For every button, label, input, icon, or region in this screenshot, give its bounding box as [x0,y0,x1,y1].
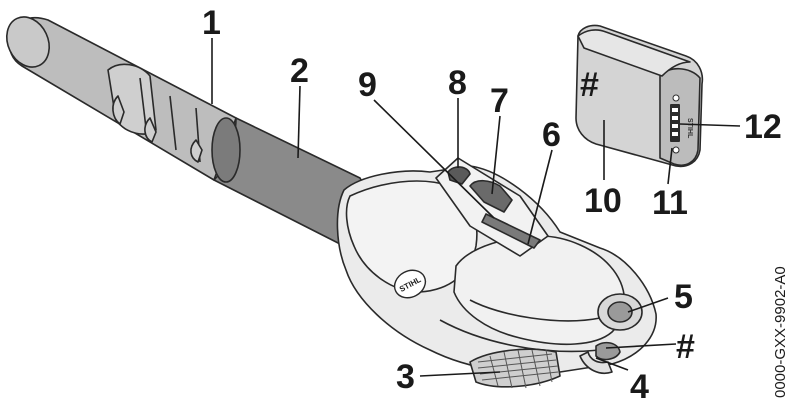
callout-1: 1 [202,4,221,42]
leader-6 [527,149,553,245]
callout-12: 12 [744,108,782,146]
battery-pack: STIHL [575,24,704,168]
leader-7 [491,115,501,195]
blower-tube-nozzle [6,16,237,181]
stihl-logo: STIHL [393,269,427,299]
figure-code: 0000-GXX-9902-A0 [772,266,789,398]
battery-brand-text: STIHL [686,118,693,139]
callout-5: 5 [674,278,693,316]
callout-11: 11 [652,184,688,222]
callout-2: 2 [290,52,309,90]
callout-7: 7 [490,82,509,120]
callout-8: 8 [448,64,467,102]
callout-hash-handle: # [676,328,695,366]
leader-3 [419,371,501,377]
leader-2 [297,85,301,159]
leader-hash [605,343,677,349]
leader-12 [679,123,741,127]
leader-5 [627,297,669,313]
callout-3: 3 [396,358,415,396]
callout-10: 10 [584,182,622,220]
leader-4 [595,357,629,371]
callout-9: 9 [358,66,377,104]
leader-lines [211,38,741,377]
leader-11 [667,147,673,185]
air-intake-grille [469,348,561,389]
callout-labels: 1 2 3 4 5 6 7 8 9 10 11 12 # # [202,4,782,406]
leader-9 [373,99,495,219]
callout-hash-battery: # [580,66,599,104]
callout-6: 6 [542,116,561,154]
callout-4: 4 [630,368,649,406]
blower-housing [336,165,657,374]
